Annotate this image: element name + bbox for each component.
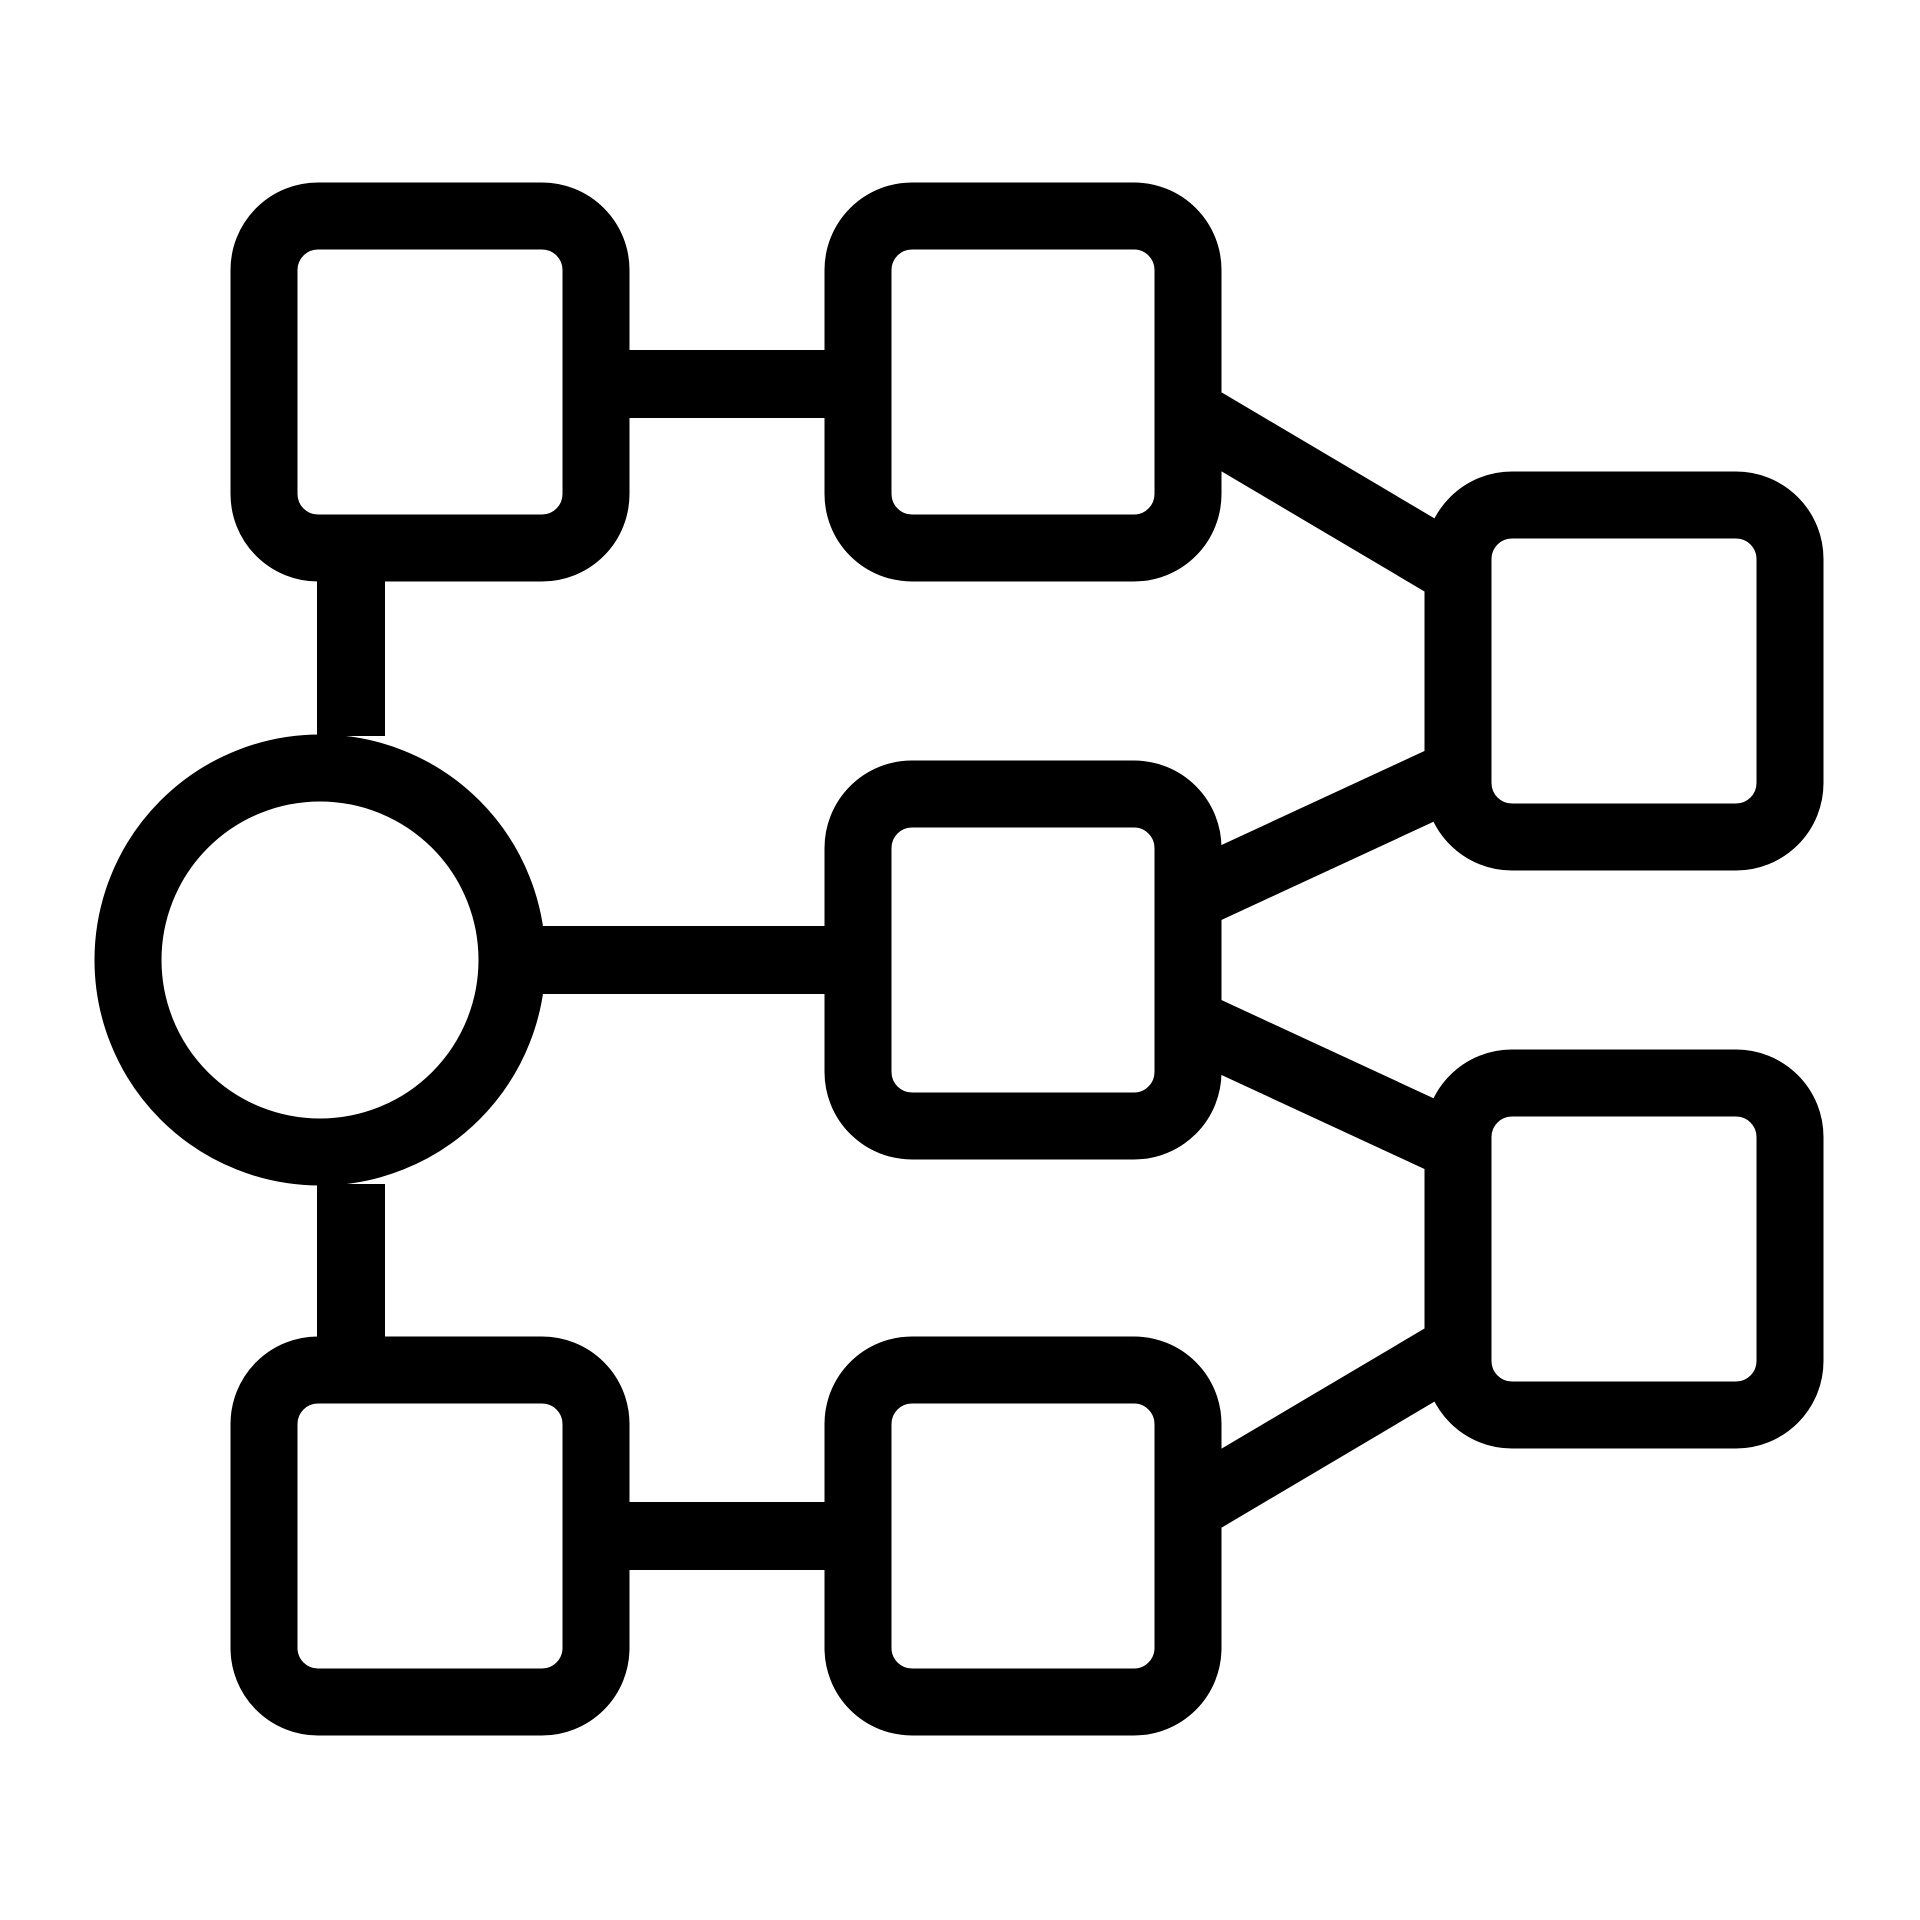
edge-center-to-right-upper [1173, 741, 1475, 929]
box-top-middle-node [824, 182, 1222, 582]
box-bottom-middle-node [824, 1336, 1222, 1736]
box-center-node [824, 760, 1222, 1160]
root-circle-node [94, 734, 546, 1186]
edge-top-middle-to-right-upper [1170, 382, 1478, 603]
box-bottom-left-node [230, 1336, 630, 1736]
connectors [317, 350, 1478, 1570]
edge-center-to-right-lower [1173, 991, 1475, 1179]
edge-bottom-middle-to-right-lower [1170, 1317, 1478, 1538]
box-right-upper-node [1424, 471, 1824, 871]
nodes [94, 182, 1824, 1736]
box-right-lower-node [1424, 1049, 1824, 1449]
box-top-left-node [230, 182, 630, 582]
